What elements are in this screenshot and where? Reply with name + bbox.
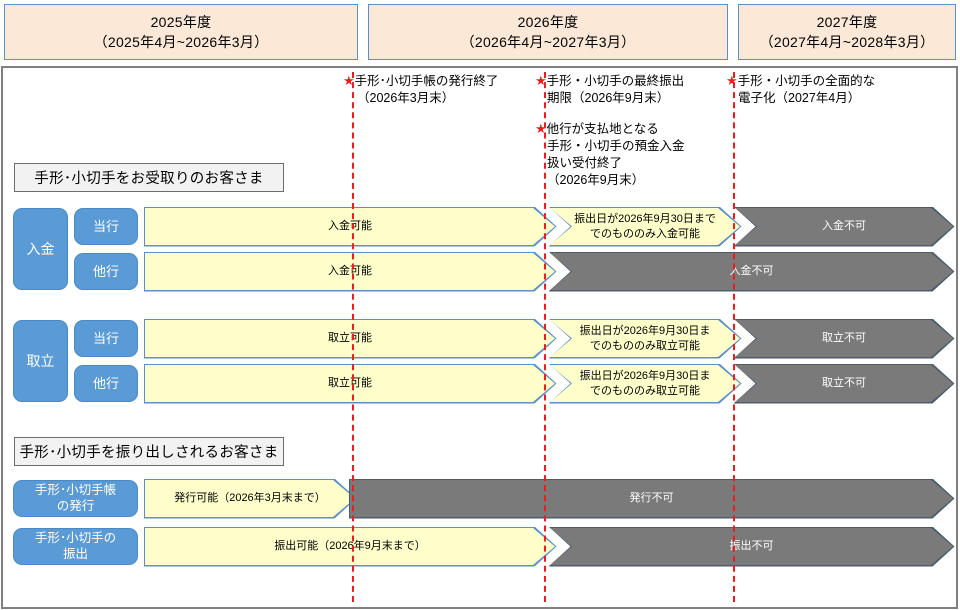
segment-nyukin-takō-1: 入金可能 xyxy=(145,253,555,290)
segment-text: 取立不可 xyxy=(822,377,866,390)
row-label-text: 手形･小切手帳 の発行 xyxy=(34,482,117,513)
group-label-toritate: 取立 xyxy=(13,320,68,402)
timeline-rule-2027-04 xyxy=(733,72,735,602)
star-icon: ★ xyxy=(535,73,547,88)
segment-text: 入金可能 xyxy=(328,265,372,278)
segment-nyukin-tōkō-1: 入金可能 xyxy=(145,208,555,245)
star-icon: ★ xyxy=(343,73,355,88)
group-label-nyukin: 入金 xyxy=(13,208,68,290)
bank-label-takō-nyukin: 他行 xyxy=(74,253,138,290)
segment-text: 取立可能 xyxy=(328,332,372,345)
caption-text: 手形･小切手をお受取りのお客さま xyxy=(34,171,264,187)
timeline-rule-2026-09 xyxy=(544,72,546,602)
milestone-line-4: （2026年9月末） xyxy=(547,172,645,187)
milestone-annotation-3: ★他行が支払地となる 手形・小切手の預金入金 扱い受付終了 （2026年9月末） xyxy=(535,120,685,189)
milestone-annotation-4: ★手形・小切手の全面的な 電子化（2027年4月） xyxy=(726,72,875,107)
segment-toritate-tōkō-3: 取立不可 xyxy=(735,320,953,357)
segment-text: 入金不可 xyxy=(822,220,866,233)
milestone-line-2: 電子化（2027年4月） xyxy=(738,90,861,105)
segment-text: 振出日が2026年9月30日ま でのもののみ取立可能 xyxy=(579,370,711,397)
bank-label-text: 他行 xyxy=(92,375,119,391)
fiscal-year-title: 2027年度 xyxy=(816,13,878,30)
bank-label-text: 当行 xyxy=(92,218,119,234)
milestone-line-2: 手形・小切手の預金入金 xyxy=(547,138,685,153)
fiscal-year-range: （2026年4月~2027年3月） xyxy=(460,34,636,50)
segment-toritate-takō-3: 取立不可 xyxy=(735,365,953,402)
milestone-annotation-2: ★手形・小切手の最終振出 期限（2026年9月末） xyxy=(535,72,684,107)
segment-toritate-takō-1: 取立可能 xyxy=(145,365,555,402)
segment-toritate-tōkō-1: 取立可能 xyxy=(145,320,555,357)
segment-text: 振出不可 xyxy=(729,540,774,553)
segment-text: 入金不可 xyxy=(729,265,774,278)
milestone-line-2: （2026年3月末） xyxy=(357,90,455,105)
bank-label-takō-toritate: 他行 xyxy=(74,365,138,402)
bank-label-tōkō-toritate: 当行 xyxy=(74,320,138,357)
timeline-rule-2026-03 xyxy=(352,72,354,602)
segment-text: 発行可能（2026年3月末まで） xyxy=(174,492,326,505)
bank-label-text: 他行 xyxy=(92,263,119,279)
milestone-line-1: 手形･小切手帳の発行終了 xyxy=(354,74,499,88)
segment-nyukin-takō-2: 入金不可 xyxy=(550,253,953,290)
fiscal-year-range: （2025年4月~2026年3月） xyxy=(93,34,269,50)
milestone-line-1: 手形・小切手の全面的な xyxy=(737,74,876,88)
segment-text: 発行不可 xyxy=(629,492,674,505)
segment-text: 入金可能 xyxy=(328,220,372,233)
star-icon: ★ xyxy=(535,121,547,136)
bank-label-tōkō-nyukin: 当行 xyxy=(74,208,138,245)
fiscal-year-header-2025: 2025年度 （2025年4月~2026年3月） xyxy=(4,4,358,60)
segment-drawing-1: 振出可能（2026年9月末まで） xyxy=(145,528,555,565)
row-label-check-drawing: 手形･小切手の 振出 xyxy=(13,528,138,565)
fiscal-year-header-2026: 2026年度 （2026年4月~2027年3月） xyxy=(368,4,728,60)
milestone-line-1: 他行が支払地となる xyxy=(546,122,659,136)
segment-issuance-1: 発行可能（2026年3月末まで） xyxy=(145,480,355,517)
milestone-line-1: 手形・小切手の最終振出 xyxy=(546,74,685,88)
group-label-text: 入金 xyxy=(26,240,55,257)
group-label-text: 取立 xyxy=(26,352,55,369)
bank-label-text: 当行 xyxy=(92,330,119,346)
segment-drawing-2: 振出不可 xyxy=(550,528,953,565)
segment-text: 取立可能 xyxy=(328,377,372,390)
milestone-line-2: 期限（2026年9月末） xyxy=(547,90,670,105)
section-caption-receiving: 手形･小切手をお受取りのお客さま xyxy=(14,163,284,192)
fiscal-year-title: 2026年度 xyxy=(517,13,579,30)
segment-text: 取立不可 xyxy=(822,332,866,345)
segment-toritate-tōkō-2: 振出日が2026年9月30日ま でのもののみ取立可能 xyxy=(550,320,740,357)
fiscal-year-header-2027: 2027年度 （2027年4月~2028年3月） xyxy=(738,4,956,60)
milestone-annotation-1: ★手形･小切手帳の発行終了 （2026年3月末） xyxy=(343,72,498,107)
section-caption-issuing: 手形･小切手を振り出しされるお客さま xyxy=(14,437,284,466)
segment-text: 振出日が2026年9月30日ま でのもののみ取立可能 xyxy=(579,325,711,352)
segment-issuance-2: 発行不可 xyxy=(350,480,953,517)
segment-text: 振出日が2026年9月30日まで でのもののみ入金可能 xyxy=(574,213,716,240)
fiscal-year-title: 2025年度 xyxy=(150,13,212,30)
segment-nyukin-tōkō-2: 振出日が2026年9月30日まで でのもののみ入金可能 xyxy=(550,208,740,245)
fiscal-year-range: （2027年4月~2028年3月） xyxy=(759,34,935,50)
row-label-checkbook-issuance: 手形･小切手帳 の発行 xyxy=(13,480,138,517)
caption-text: 手形･小切手を振り出しされるお客さま xyxy=(19,445,279,461)
segment-toritate-takō-2: 振出日が2026年9月30日ま でのもののみ取立可能 xyxy=(550,365,740,402)
milestone-line-3: 扱い受付終了 xyxy=(547,155,623,170)
star-icon: ★ xyxy=(726,73,738,88)
row-label-text: 手形･小切手の 振出 xyxy=(34,530,117,561)
segment-text: 振出可能（2026年9月末まで） xyxy=(274,540,426,553)
segment-nyukin-tōkō-3: 入金不可 xyxy=(735,208,953,245)
